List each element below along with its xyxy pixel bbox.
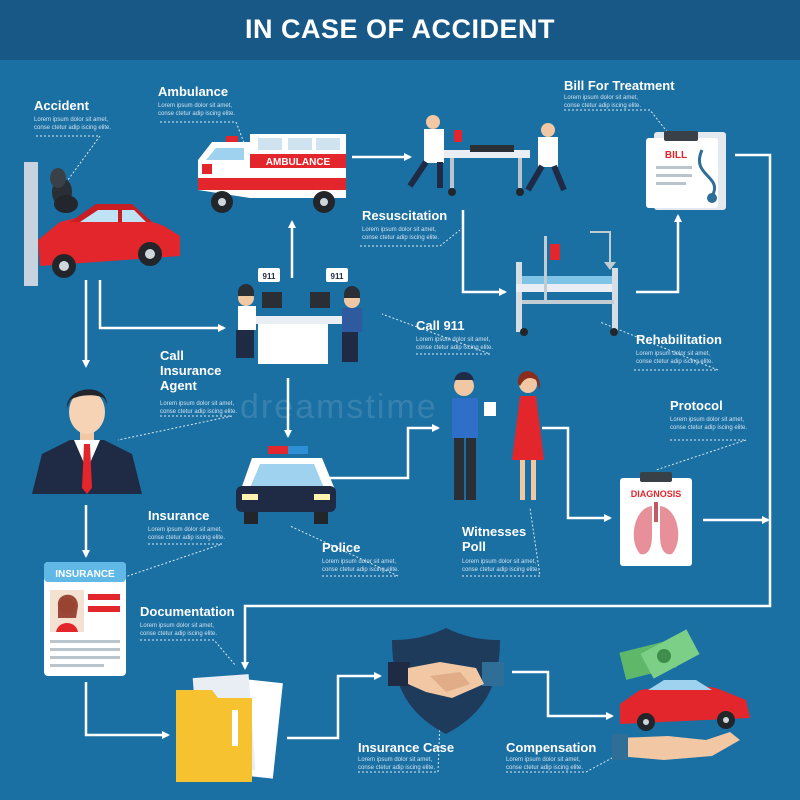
- dispatcher-bubble-right: 911: [331, 272, 344, 281]
- arrow-witnesses-to-protocol: [542, 426, 612, 522]
- caption-call-911: Lorem ipsum dolor sit amet,conse ctetur …: [416, 337, 494, 351]
- caption-resuscitation: Lorem ipsum dolor sit amet,conse ctetur …: [362, 227, 440, 241]
- insurance-card-icon: INSURANCE: [44, 562, 126, 676]
- insurance-card-header: INSURANCE: [55, 569, 115, 580]
- header-bar: [0, 0, 800, 60]
- label-call-911: Call 911: [416, 318, 465, 333]
- arrow-police-to-witnesses: [328, 424, 440, 480]
- caption-police: Lorem ipsum dolor sit amet,conse ctetur …: [322, 559, 400, 573]
- caption-witnesses-poll: Lorem ipsum dolor sit amet,conse ctetur …: [462, 559, 540, 573]
- watermark: dreamstime: [240, 388, 438, 426]
- caption-documentation: Lorem ipsum dolor sit amet,conse ctetur …: [140, 623, 218, 637]
- arrow-bill-to-right-edge: [241, 153, 772, 670]
- caption-compensation: Lorem ipsum dolor sit amet,conse ctetur …: [506, 757, 584, 771]
- label-documentation: Documentation: [140, 604, 235, 619]
- label-resuscitation: Resuscitation: [362, 208, 448, 223]
- police-car-icon: [236, 446, 336, 524]
- hospital-bed-icon: [516, 231, 618, 336]
- bill-clipboard-icon: BILL: [646, 131, 726, 210]
- page-title: IN CASE OF ACCIDENT: [244, 14, 555, 44]
- caption-bill-for-treatment: Lorem ipsum dolor sit amet,conse ctetur …: [564, 95, 642, 109]
- dispatcher-bubble-left: 911: [263, 272, 276, 281]
- arrow-insurance-to-documentation: [84, 682, 170, 739]
- label-insurance: Insurance: [148, 508, 210, 523]
- dispatch-center-icon: 911 911: [236, 268, 362, 364]
- handshake-shield-icon: [388, 628, 504, 734]
- caption-insurance: Lorem ipsum dolor sit amet,conse ctetur …: [148, 527, 226, 541]
- label-rehabilitation: Rehabilitation: [636, 332, 722, 347]
- bill-header: BILL: [665, 150, 687, 161]
- paramedics-stretcher-icon: [407, 115, 567, 196]
- label-bill-for-treatment: Bill For Treatment: [564, 78, 675, 93]
- caption-call-insurance-agent: Lorem ipsum dolor sit amet,conse ctetur …: [160, 401, 238, 415]
- caption-rehabilitation: Lorem ipsum dolor sit amet,conse ctetur …: [636, 351, 714, 365]
- label-protocol: Protocol: [670, 398, 723, 413]
- label-insurance-case: Insurance Case: [358, 740, 455, 755]
- arrow-documentation-to-case: [287, 672, 382, 740]
- compensation-icon: [612, 629, 750, 760]
- arrow-accident-to-call911: [98, 280, 226, 332]
- arrow-rehab-to-bill: [636, 214, 682, 294]
- arrow-case-to-compensation: [512, 670, 614, 720]
- insurance-agent-icon: [32, 389, 142, 494]
- caption-ambulance: Lorem ipsum dolor sit amet,conse ctetur …: [158, 103, 236, 117]
- arrow-resuscitation-to-rehab: [461, 210, 507, 296]
- caption-accident: Lorem ipsum dolor sit amet,conse ctetur …: [34, 117, 112, 131]
- documents-folder-icon: [176, 674, 283, 782]
- diagnosis-clipboard-icon: DIAGNOSIS: [620, 472, 692, 566]
- label-compensation: Compensation: [506, 740, 597, 755]
- witnesses-icon: [452, 371, 544, 500]
- ambulance-sign: AMBULANCE: [266, 157, 331, 168]
- caption-insurance-case: Lorem ipsum dolor sit amet,conse ctetur …: [358, 757, 436, 771]
- diagnosis-header: DIAGNOSIS: [631, 489, 682, 499]
- label-ambulance: Ambulance: [158, 84, 229, 99]
- caption-protocol: Lorem ipsum dolor sit amet,conse ctetur …: [670, 417, 748, 431]
- label-accident: Accident: [34, 98, 89, 113]
- ambulance-icon: AMBULANCE: [198, 134, 346, 213]
- label-police: Police: [322, 540, 361, 555]
- crashed-car-icon: [24, 162, 180, 286]
